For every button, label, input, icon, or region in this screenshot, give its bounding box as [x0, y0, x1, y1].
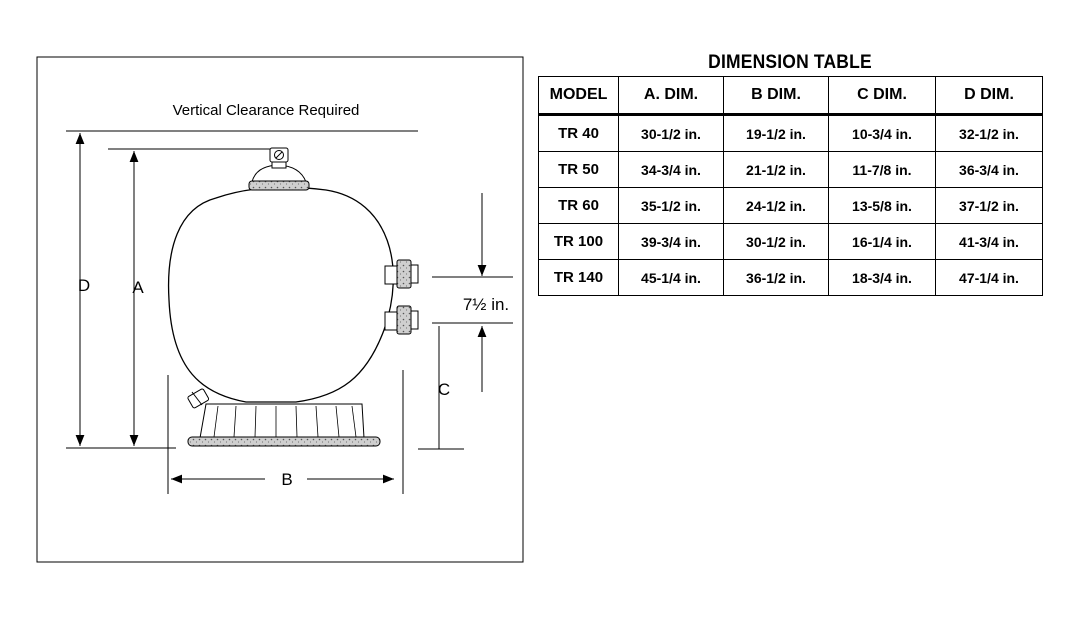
tank-collar [248, 180, 310, 191]
base-plate [187, 436, 381, 447]
cell-c-dim: 11-7/8 in. [828, 151, 936, 188]
lower-port [384, 305, 419, 335]
cell-c-dim: 10-3/4 in. [828, 114, 936, 152]
diagram-frame [36, 56, 524, 563]
filter-dimension-diagram: Vertical Clearance Required D A [36, 56, 524, 563]
cell-d-dim: 32-1/2 in. [935, 114, 1043, 152]
table-row: TR 100 39-3/4 in. 30-1/2 in. 16-1/4 in. … [538, 223, 1043, 260]
table-header-row: MODEL A. DIM. B DIM. C DIM. D DIM. [538, 76, 1043, 116]
drain-plug [187, 388, 210, 409]
table-row: TR 50 34-3/4 in. 21-1/2 in. 11-7/8 in. 3… [538, 151, 1043, 188]
a-label: A [132, 278, 144, 297]
table-title: DIMENSION TABLE [708, 52, 872, 73]
c-label: C [438, 380, 450, 399]
cell-a-dim: 35-1/2 in. [618, 187, 724, 224]
cell-a-dim: 39-3/4 in. [618, 223, 724, 260]
tank-body [167, 186, 394, 403]
cell-b-dim: 24-1/2 in. [723, 187, 829, 224]
table-row: TR 40 30-1/2 in. 19-1/2 in. 10-3/4 in. 3… [538, 114, 1043, 152]
cell-d-dim: 36-3/4 in. [935, 151, 1043, 188]
d-label: D [78, 276, 90, 295]
dimension-table: MODEL A. DIM. B DIM. C DIM. D DIM. TR 40… [538, 76, 1043, 296]
filter-base [199, 403, 365, 439]
cell-a-dim: 34-3/4 in. [618, 151, 724, 188]
cell-model: TR 50 [538, 151, 619, 188]
header-a-dim: A. DIM. [618, 76, 724, 116]
cell-d-dim: 37-1/2 in. [935, 187, 1043, 224]
b-label: B [281, 470, 292, 489]
sand-filter-tank [167, 147, 419, 447]
cell-b-dim: 19-1/2 in. [723, 114, 829, 152]
upper-port [384, 259, 419, 289]
cell-model: TR 60 [538, 187, 619, 224]
table-row: TR 60 35-1/2 in. 24-1/2 in. 13-5/8 in. 3… [538, 187, 1043, 224]
cell-model: TR 140 [538, 259, 619, 296]
cell-a-dim: 30-1/2 in. [618, 114, 724, 152]
cell-c-dim: 18-3/4 in. [828, 259, 936, 296]
table-row: TR 140 45-1/4 in. 36-1/2 in. 18-3/4 in. … [538, 259, 1043, 296]
cell-c-dim: 13-5/8 in. [828, 187, 936, 224]
cell-model: TR 100 [538, 223, 619, 260]
cell-c-dim: 16-1/4 in. [828, 223, 936, 260]
cell-model: TR 40 [538, 114, 619, 152]
header-model: MODEL [538, 76, 619, 116]
header-b-dim: B DIM. [723, 76, 829, 116]
clearance-label: Vertical Clearance Required [173, 102, 360, 119]
header-d-dim: D DIM. [935, 76, 1043, 116]
cell-d-dim: 41-3/4 in. [935, 223, 1043, 260]
cell-b-dim: 30-1/2 in. [723, 223, 829, 260]
cell-b-dim: 21-1/2 in. [723, 151, 829, 188]
cell-d-dim: 47-1/4 in. [935, 259, 1043, 296]
dimension-table-block: DIMENSION TABLE MODEL A. DIM. B DIM. C D… [538, 50, 1043, 296]
header-c-dim: C DIM. [828, 76, 936, 116]
cell-b-dim: 36-1/2 in. [723, 259, 829, 296]
cell-a-dim: 45-1/4 in. [618, 259, 724, 296]
spacing-label: 7½ in. [463, 295, 509, 314]
